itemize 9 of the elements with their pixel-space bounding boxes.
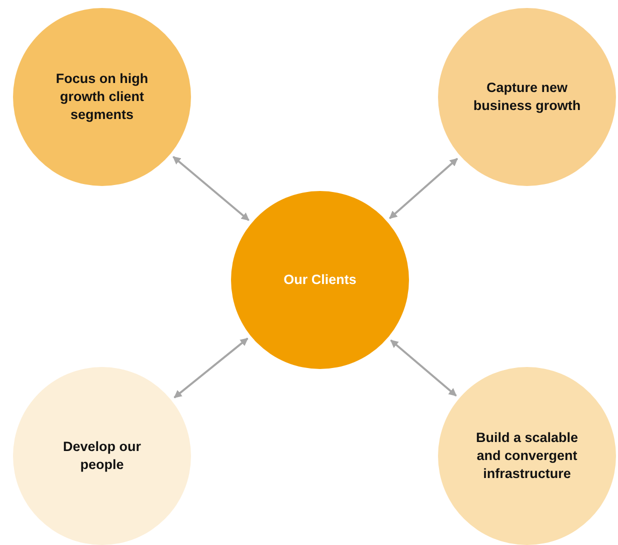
double-arrow [174,338,248,398]
double-arrow [389,158,458,220]
double-arrow [172,156,250,221]
node-label: Develop our people [62,438,142,474]
node-label: Our Clients [282,271,358,289]
double-arrow [390,339,457,397]
node-label: Capture new business growth [472,79,582,115]
node-label: Focus on high growth client segments [54,70,150,124]
node-label: Build a scalable and convergent infrastructure [474,429,580,483]
